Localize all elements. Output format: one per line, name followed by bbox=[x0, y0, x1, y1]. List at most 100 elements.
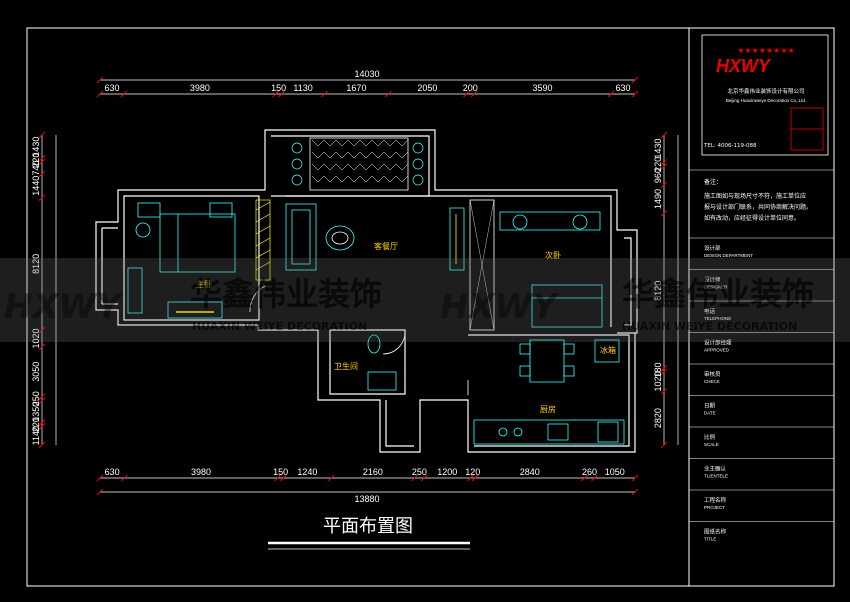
dimension-label: 150 bbox=[273, 467, 288, 477]
dimension-label: 3980 bbox=[191, 467, 211, 477]
dimension-label: 630 bbox=[105, 467, 120, 477]
watermark: HXWY 华鑫伟业装饰 HUAXIN WEIYE DECORATION HXWY… bbox=[0, 258, 850, 342]
dimension-label: 1430 bbox=[653, 139, 663, 159]
coffee-table bbox=[325, 225, 355, 251]
title-block: ★★★★★★★★ HXWY 北京华鑫伟业装饰设计有限公司 Beijing Hua… bbox=[689, 34, 834, 542]
dimension-label: 220 bbox=[31, 417, 41, 432]
second-wardrobe bbox=[469, 199, 495, 331]
master-door-swing bbox=[249, 285, 266, 313]
dimension-label: 1140 bbox=[31, 426, 41, 445]
dimension-label: 200 bbox=[463, 83, 478, 93]
dimension-label: 8120 bbox=[31, 254, 41, 274]
dimension-label: 220 bbox=[653, 157, 663, 172]
company-name-en: Beijing Huaxinweiye Decoration Co.,Ltd. bbox=[726, 98, 806, 103]
dimension-total-top: 14030 bbox=[354, 69, 379, 79]
title-block-label-en: DESIGNER bbox=[704, 285, 728, 290]
dimension-label: 1350 bbox=[31, 402, 41, 422]
room-label-living: 客餐厅 bbox=[374, 241, 398, 251]
dimension-label: 630 bbox=[104, 83, 119, 93]
dimension-label: 960 bbox=[653, 168, 663, 183]
title-block-label-en: TLIENTELE bbox=[704, 474, 728, 479]
stars-icon: ★★★★★★★★ bbox=[737, 46, 794, 55]
dimension-label: 3050 bbox=[31, 362, 41, 382]
title-block-label: 设计部 bbox=[704, 244, 721, 252]
title-block-label-en: TITLE bbox=[704, 537, 716, 542]
watermark-en-right: HUAXIN WEIYE DECORATION bbox=[622, 320, 797, 333]
kitchen-counter bbox=[473, 419, 625, 445]
dimension-label: 120 bbox=[465, 467, 480, 477]
title-block-label-en: APPROVED bbox=[704, 348, 730, 353]
dimension-total-bottom: 13880 bbox=[354, 494, 379, 504]
sheet-border bbox=[26, 27, 835, 587]
dimension-label: 1200 bbox=[437, 467, 457, 477]
dining-table bbox=[529, 339, 565, 383]
room-label-fridge: 冰箱 bbox=[600, 345, 616, 355]
title-block-label-en: SCALE bbox=[704, 442, 719, 447]
chair bbox=[135, 222, 151, 238]
dimension-label: 8120 bbox=[653, 281, 663, 301]
dimension-label: 3980 bbox=[190, 83, 210, 93]
company-tel: TEL: 4006-119-088 bbox=[703, 143, 757, 149]
title-block-label: 工程名称 bbox=[704, 496, 727, 504]
room-label-master: 主卧 bbox=[196, 279, 212, 289]
title-block-label: 业主确认 bbox=[704, 465, 727, 473]
watermark-en-left: HUAXIN WEIYE DECORATION bbox=[192, 320, 367, 333]
dimension-label: 1430 bbox=[31, 137, 41, 157]
second-bed bbox=[531, 284, 603, 328]
vanity bbox=[367, 371, 397, 391]
dimension-label: 180 bbox=[653, 362, 663, 377]
master-bed bbox=[159, 213, 236, 273]
dimension-label: 250 bbox=[412, 467, 427, 477]
title-block-label-en: DATE bbox=[704, 411, 716, 416]
dimension-label: 1240 bbox=[297, 467, 317, 477]
title-block-label-en: CHECK bbox=[704, 379, 720, 384]
dimension-label: 1020 bbox=[31, 328, 41, 348]
dimension-label: 1020 bbox=[653, 371, 663, 391]
notes-line-1: 施工图如与现场尺寸不符，施工单位应 bbox=[704, 192, 806, 200]
closet-hatch bbox=[255, 199, 271, 281]
tv-wall bbox=[449, 207, 465, 271]
room-label-second: 次卧 bbox=[545, 250, 561, 260]
title-block-label-en: PROJECT bbox=[704, 505, 725, 510]
plant-pots bbox=[291, 142, 424, 186]
dimension-label: 2050 bbox=[417, 83, 437, 93]
drawing-title: 平面布置图 bbox=[323, 516, 413, 537]
furniture bbox=[127, 199, 625, 445]
notes-title: 备注： bbox=[704, 178, 722, 186]
title-block-label-en: DESIGN DEPARTMENT bbox=[704, 253, 753, 258]
dimension-label: 1050 bbox=[605, 467, 625, 477]
room-label-bath: 卫生间 bbox=[334, 361, 358, 371]
wardrobe bbox=[127, 267, 143, 314]
title-block-label: 日期 bbox=[704, 403, 716, 410]
dimension-label: 220 bbox=[31, 153, 41, 168]
title-block-label-en: TELEPHONE bbox=[704, 316, 731, 321]
sofa bbox=[285, 203, 317, 271]
notes-line-2: 报与设计部门联系，共同协商解决问题。 bbox=[704, 203, 812, 211]
nightstand bbox=[137, 202, 161, 218]
title-block-label: 电话 bbox=[704, 307, 716, 315]
balcony-floor bbox=[291, 137, 424, 191]
dimension-label: 1440 bbox=[31, 176, 41, 196]
dimension-label: 250 bbox=[31, 391, 41, 406]
watermark-logo-right: HXWY bbox=[440, 287, 560, 327]
dimension-label: 1670 bbox=[346, 83, 366, 93]
fridge bbox=[594, 339, 620, 363]
company-name-cn: 北京华鑫伟业装饰设计有限公司 bbox=[727, 87, 804, 95]
dimension-label: 3590 bbox=[533, 83, 553, 93]
title-block-label: 设计部经理 bbox=[704, 339, 732, 347]
dimension-label: 740 bbox=[31, 160, 41, 175]
company-logo: HXWY bbox=[716, 56, 772, 76]
dimension-label: 2840 bbox=[520, 467, 540, 477]
toilet bbox=[367, 334, 381, 354]
dimensions bbox=[41, 79, 679, 493]
title-block-label: 图纸名称 bbox=[704, 528, 727, 536]
title-block-label: 设计师 bbox=[704, 276, 721, 284]
dimension-label: 630 bbox=[615, 83, 630, 93]
title-block-label: 比例 bbox=[704, 433, 716, 441]
notes-line-3: 如有改动，应经征得设计单位同意。 bbox=[704, 214, 800, 222]
dimension-label: 2160 bbox=[363, 467, 383, 477]
watermark-logo-left: HXWY bbox=[4, 287, 124, 327]
watermark-cn-right: 华鑫伟业装饰 bbox=[622, 275, 814, 313]
title-block-label: 审核员 bbox=[704, 370, 721, 378]
